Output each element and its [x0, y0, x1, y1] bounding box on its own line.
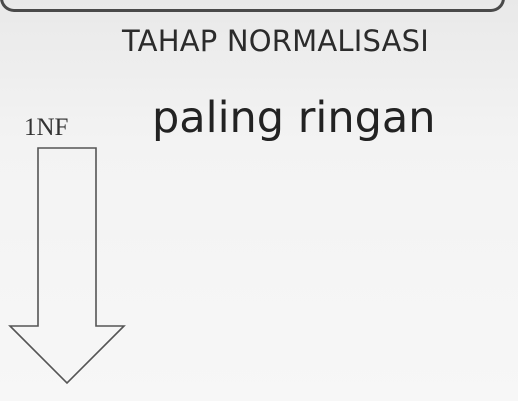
down-arrow-shape [8, 147, 126, 385]
diagram-title: TAHAP NORMALISASI [122, 24, 430, 58]
level-description: paling ringan [152, 93, 436, 143]
level-label-1nf: 1NF [24, 114, 69, 141]
